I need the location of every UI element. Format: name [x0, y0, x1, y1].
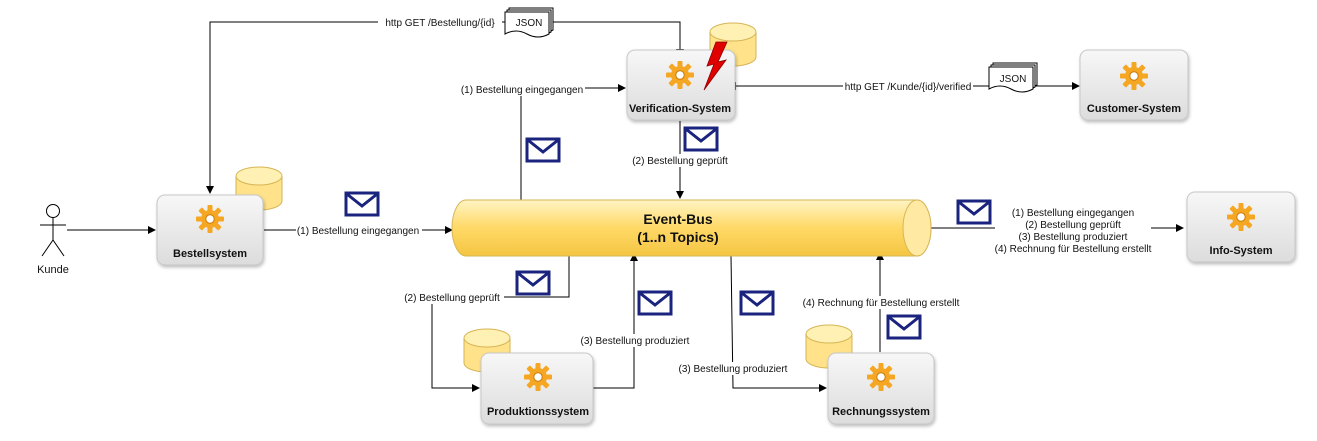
label-info-line-4: (4) Rechnung für Bestellung erstellt: [995, 244, 1152, 255]
envelope-icon: [637, 290, 673, 316]
gear-icon: [1226, 202, 1256, 232]
label-info-line-3: (3) Bestellung produziert: [1019, 232, 1128, 243]
envelope-icon: [525, 137, 561, 163]
system-customer-label: Customer-System: [1087, 103, 1181, 115]
envelope-icon: [739, 290, 775, 316]
actor-kunde-label: Kunde: [37, 264, 69, 276]
label-bestell-to-bus: (1) Bestellung eingegangen: [297, 226, 419, 237]
label-info-line-1: (1) Bestellung eingegangen: [1012, 208, 1134, 219]
gear-icon: [1119, 61, 1149, 91]
envelope-icon: [886, 314, 922, 340]
event-bus-title: Event-Bus: [643, 211, 712, 227]
gear-icon: [866, 362, 896, 392]
edge-produktion-to-bus: [593, 253, 638, 389]
json-doc-bestellung: JSON: [504, 7, 554, 38]
system-verification-label: Verification-System: [629, 103, 731, 115]
label-verification-to-bus: (2) Bestellung geprüft: [632, 156, 728, 167]
json-doc-bestellung-label: JSON: [516, 18, 543, 29]
label-http-kunde: http GET /Kunde/{id}/verified: [845, 82, 972, 93]
label-bus-to-rechnung: (3) Bestellung produziert: [679, 364, 788, 375]
system-info-label: Info-System: [1210, 245, 1273, 257]
envelope-icon: [344, 191, 380, 217]
lightning-warning-icon: [703, 41, 728, 91]
label-bus-to-produktion: (2) Bestellung geprüft: [404, 293, 500, 304]
actor-head-icon: [46, 204, 60, 218]
json-doc-kunde-label: JSON: [1000, 74, 1027, 85]
gear-icon: [523, 362, 553, 392]
envelope-icon: [956, 199, 992, 225]
label-bus-to-verification: (1) Bestellung eingegangen: [461, 85, 583, 96]
gear-icon: [195, 204, 225, 234]
label-info-line-2: (2) Bestellung geprüft: [1025, 220, 1121, 231]
label-produktion-to-bus: (3) Bestellung produziert: [581, 336, 690, 347]
envelope-icon: [683, 126, 719, 152]
actor-kunde[interactable]: [40, 204, 66, 257]
edge-http-bestellung: [206, 21, 684, 194]
system-rechnung-label: Rechnungssystem: [832, 406, 930, 418]
json-doc-kunde: JSON: [988, 62, 1038, 93]
system-bestellsystem-label: Bestellsystem: [173, 248, 247, 260]
event-bus-subtitle: (1..n Topics): [637, 229, 718, 245]
edge-bus-to-rechnung: [730, 255, 827, 392]
label-rechnung-to-bus: (4) Rechnung für Bestellung erstellt: [803, 298, 960, 309]
envelope-icon: [515, 270, 551, 296]
system-produktion-label: Produktionssystem: [487, 406, 589, 418]
event-bus[interactable]: Event-Bus (1..n Topics): [451, 199, 932, 257]
gear-icon: [665, 60, 695, 90]
label-http-bestellung: http GET /Bestellung/{id}: [385, 18, 495, 29]
